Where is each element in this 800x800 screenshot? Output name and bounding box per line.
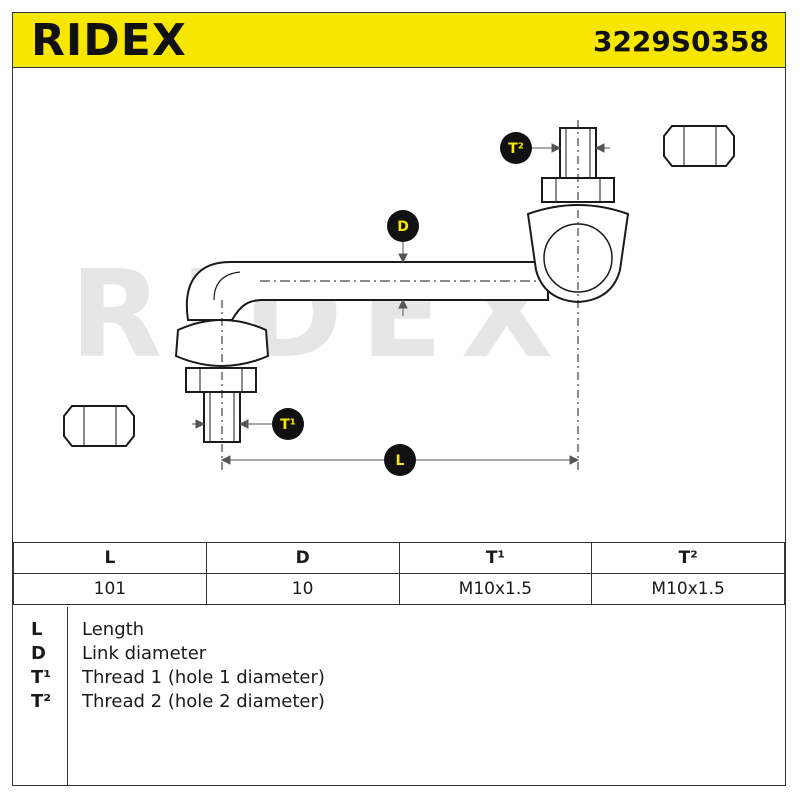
- badge-t2: T²: [500, 132, 532, 164]
- dimension-t1: [192, 419, 272, 429]
- legend-key: T¹: [31, 667, 52, 688]
- spec-header-d: D: [205, 542, 400, 574]
- spec-header-t1: T¹: [398, 542, 593, 574]
- spec-value-row: 101 10 M10x1.5 M10x1.5: [13, 573, 785, 605]
- badge-t1: T¹: [272, 408, 304, 440]
- legend-text: Thread 1 (hole 1 diameter): [82, 667, 325, 688]
- dimension-l: [220, 455, 580, 465]
- legend-text: Thread 2 (hole 2 diameter): [82, 691, 325, 712]
- spec-value-t2: M10x1.5: [591, 573, 785, 605]
- badge-d-label: D: [397, 219, 409, 235]
- right-ball-joint: [526, 120, 630, 470]
- legend-text: Link diameter: [82, 643, 207, 664]
- spec-value-t1: M10x1.5: [398, 573, 593, 605]
- spec-header-t2: T²: [591, 542, 785, 574]
- left-ball-joint: [174, 300, 270, 470]
- dimension-t2: [532, 143, 610, 153]
- legend-key: D: [31, 643, 46, 664]
- badge-t1-label: T¹: [280, 417, 296, 433]
- spec-value-l: 101: [13, 573, 207, 605]
- spec-header-row: L D T¹ T²: [13, 542, 785, 574]
- nut-right: [663, 125, 735, 167]
- spec-table: L D T¹ T² 101 10 M10x1.5 M10x1.5: [13, 542, 785, 605]
- legend: L Length D Link diameter T¹ Thread 1 (ho…: [13, 607, 785, 785]
- badge-d: D: [387, 210, 419, 242]
- legend-key: T²: [31, 691, 52, 712]
- spec-value-d: 10: [205, 573, 400, 605]
- spec-header-l: L: [13, 542, 207, 574]
- legend-text: Length: [82, 619, 145, 640]
- legend-key: L: [31, 619, 43, 640]
- nut-left: [63, 405, 135, 447]
- badge-l-label: L: [396, 453, 405, 469]
- part-number: 3229S0358: [592, 25, 769, 58]
- header-bar: RIDEX 3229S0358: [12, 12, 786, 68]
- dimension-d: [398, 242, 408, 316]
- badge-l: L: [384, 444, 416, 476]
- legend-divider: [67, 607, 68, 785]
- technical-drawing: RIDEX: [63, 120, 735, 476]
- brand-logo: RIDEX: [31, 15, 187, 66]
- badge-t2-label: T²: [508, 141, 524, 157]
